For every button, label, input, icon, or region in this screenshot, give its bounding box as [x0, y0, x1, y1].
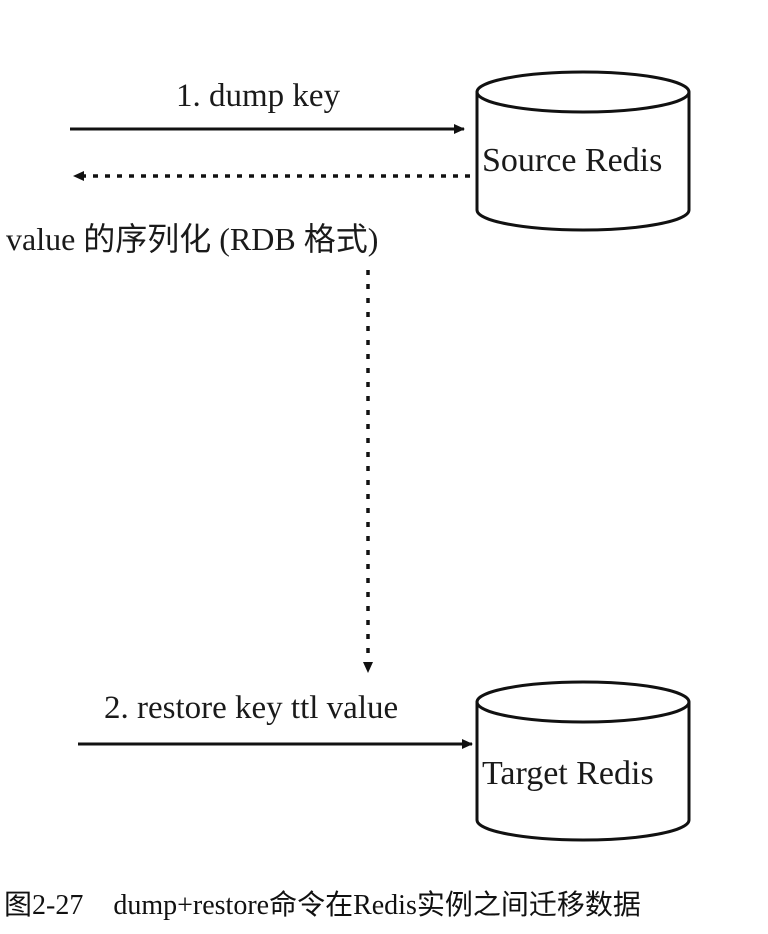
target-redis-label: Target Redis	[482, 755, 654, 792]
source-redis-cylinder	[475, 70, 691, 232]
serialized-value-label: value 的序列化 (RDB 格式)	[6, 221, 379, 257]
figure-caption: 图2-27 dump+restore命令在Redis实例之间迁移数据	[0, 883, 768, 923]
figure-number: 图2-27	[4, 890, 84, 921]
figure-caption-text: dump+restore命令在Redis实例之间迁移数据	[113, 890, 641, 921]
target-redis-cylinder	[475, 680, 691, 842]
dump-key-label: 1. dump key	[176, 78, 341, 114]
restore-label: 2. restore key ttl value	[104, 690, 399, 726]
source-redis-label: Source Redis	[482, 142, 663, 179]
